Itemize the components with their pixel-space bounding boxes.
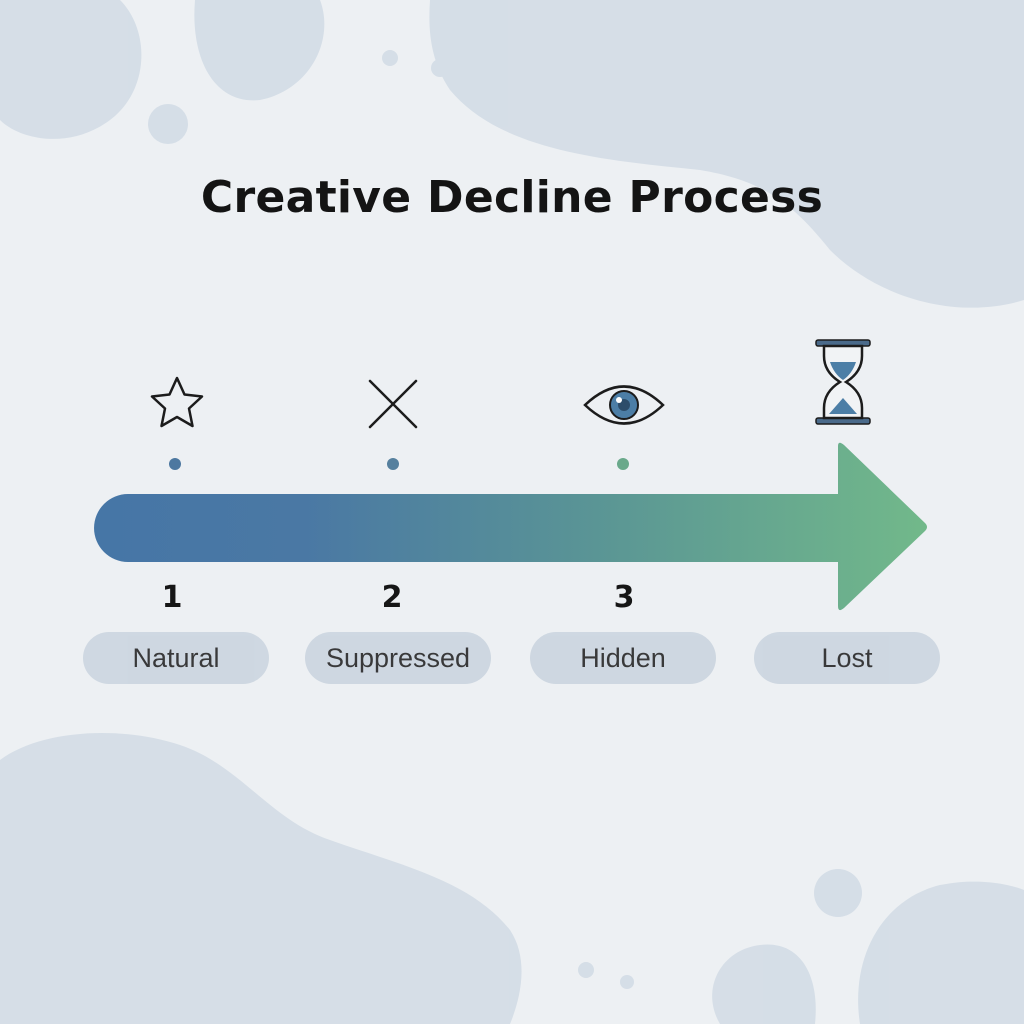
stage-label-lost: Lost [754,632,940,684]
stage-dot-3 [617,458,629,470]
process-arrow [94,442,927,611]
stage-number-1: 1 [161,580,183,615]
eye-icon [583,385,665,425]
diagram-title: Creative Decline Process [200,172,824,223]
stage-number-2: 2 [381,580,403,615]
stage-dot-1 [169,458,181,470]
star-icon [150,376,204,428]
stage-dot-2 [387,458,399,470]
hourglass-icon [815,339,871,425]
x-icon [368,379,418,429]
stage-number-3: 3 [613,580,635,615]
stage-label-natural: Natural [83,632,269,684]
stage-label-suppressed: Suppressed [305,632,491,684]
stage-label-hidden: Hidden [530,632,716,684]
